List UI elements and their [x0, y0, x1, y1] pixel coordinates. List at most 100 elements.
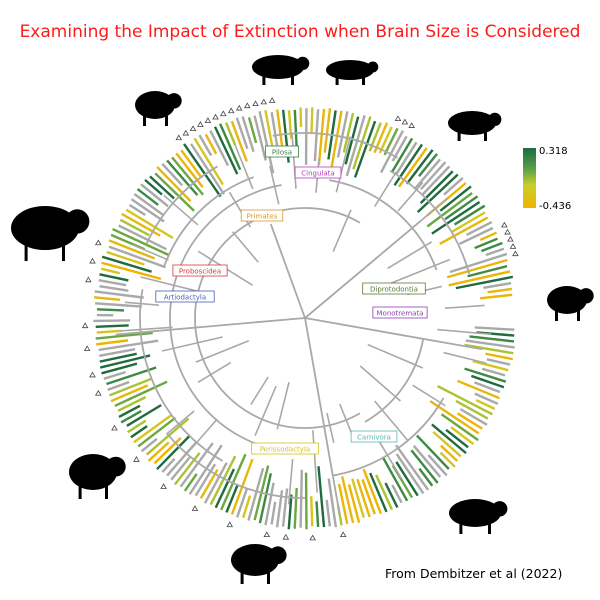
tip-branch [98, 339, 159, 352]
tip-branch [93, 296, 121, 302]
tip-branch [405, 149, 434, 185]
clade-label-box [264, 145, 299, 158]
tip-branch [183, 143, 222, 198]
tip-branch [121, 212, 161, 237]
extinct-triangle [212, 113, 219, 120]
extinct-triangle [175, 134, 183, 141]
tip-branch [362, 468, 383, 515]
tip-branch [340, 476, 355, 524]
tip-branch [426, 192, 473, 228]
elephant-icon [11, 206, 90, 261]
tip-branch [146, 417, 190, 456]
tip-branch [203, 462, 228, 504]
tip-branch [432, 430, 462, 458]
inner-branch [287, 458, 294, 505]
clade-label-box [240, 209, 284, 222]
tip-branch [439, 216, 489, 245]
tip-branch [133, 193, 164, 216]
inner-branch [437, 328, 492, 336]
inner-branch [367, 343, 424, 369]
tip-branch [133, 414, 173, 444]
tip-branch [431, 423, 467, 455]
tip-branch [412, 445, 442, 478]
tip-branch [156, 434, 192, 471]
tip-branch [486, 358, 511, 366]
inner-branch [387, 241, 433, 270]
tip-branch [439, 451, 456, 468]
tip-branch [317, 466, 326, 528]
extinct-triangle [204, 117, 212, 124]
tip-branch [99, 354, 151, 369]
extinct-triangle [191, 505, 199, 511]
tip-branch [258, 111, 275, 174]
extinct-triangle [309, 534, 316, 541]
tip-branch [219, 123, 242, 171]
tip-branch [94, 290, 144, 299]
tip-branch [369, 472, 388, 513]
inner-branch [276, 381, 290, 430]
inner-branch [326, 412, 335, 444]
tip-branch [98, 278, 127, 287]
inner-branch [120, 326, 173, 332]
inner-branch [397, 181, 424, 212]
tip-branch [418, 153, 438, 177]
tip-branch [118, 404, 141, 418]
extinct-triangle [111, 424, 118, 431]
tip-branch [336, 111, 349, 158]
tip-branch [224, 122, 237, 146]
extinct-triangle [89, 371, 96, 378]
tip-branch [125, 208, 174, 240]
tip-branch [395, 444, 430, 491]
inner-branch [231, 231, 259, 263]
tip-branch [180, 149, 203, 179]
tip-branch [379, 130, 405, 174]
moose-icon [69, 454, 126, 499]
tip-branch [109, 377, 153, 397]
inner-branch [161, 336, 223, 352]
tip-branch [130, 425, 148, 439]
tip-branch [480, 293, 513, 300]
tip-branch [126, 404, 162, 427]
tip-branch [190, 143, 225, 195]
tip-branch [455, 399, 489, 420]
inner-branch [376, 437, 402, 479]
inner-arc [332, 397, 445, 477]
tip-branch [383, 127, 399, 156]
tip-branch [96, 339, 129, 346]
tip-branch [175, 152, 204, 188]
tip-branch [395, 453, 425, 495]
tip-branch [183, 473, 198, 492]
tip-branch [112, 227, 171, 257]
tip-branch [209, 455, 237, 506]
tip-branch [347, 484, 361, 523]
silhouettes [11, 55, 594, 584]
tip-branch [149, 175, 175, 200]
tip-branch [368, 122, 382, 152]
clade-label-box [350, 430, 398, 443]
tip-branch [448, 270, 511, 287]
tip-branch [198, 134, 213, 157]
extinct-triangle [226, 521, 234, 528]
tip-branch [156, 166, 192, 203]
extinct-triangle [85, 276, 92, 283]
clade-label-primates: Primates [247, 213, 278, 221]
tip-branch [264, 482, 275, 526]
tip-branch [446, 258, 508, 279]
tip-branch [242, 495, 252, 519]
tip-branch [487, 287, 513, 294]
tip-branch [293, 487, 298, 529]
tip-branch [416, 434, 450, 470]
extinct-triangle [282, 533, 290, 540]
tip-branch [95, 331, 153, 340]
tip-branch [344, 116, 360, 165]
tip-branch [270, 112, 279, 148]
tip-branch [444, 195, 479, 221]
tip-branch [445, 428, 469, 449]
inner-arc [139, 289, 223, 462]
tip-branch [101, 362, 138, 375]
inner-arc [194, 207, 361, 429]
extinct-triangle [394, 115, 402, 122]
extinct-triangle [81, 322, 89, 329]
tip-branch [101, 255, 152, 273]
inner-branch [412, 384, 446, 407]
